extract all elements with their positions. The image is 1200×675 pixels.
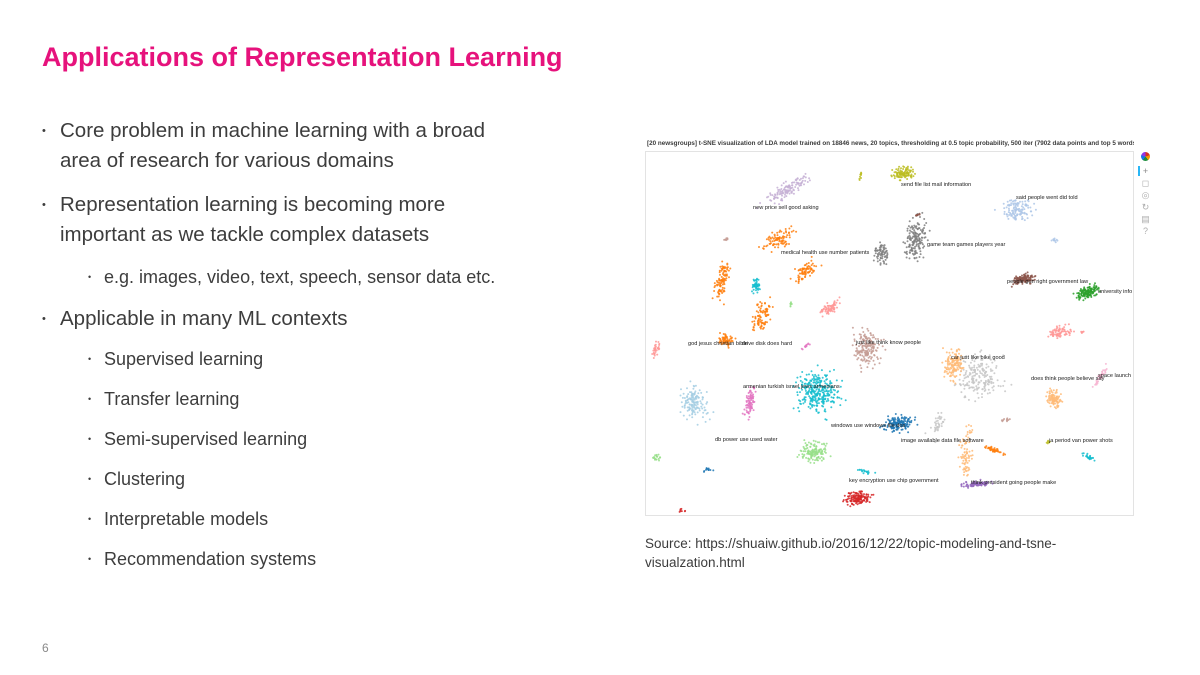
bullet-text: Recommendation systems [104,549,317,569]
bullet-icon: • [88,514,92,524]
bullet-icon: • [42,199,46,211]
bullet-item: • Clustering [88,466,642,492]
bullet-item: • Supervised learning [88,346,642,372]
cluster-label: just like think know people [855,340,921,346]
cluster-label: space launch [1098,373,1131,379]
bullet-list: • Core problem in machine learning with … [42,116,642,586]
tsne-scatter-plot[interactable]: send file list mail information new price… [645,151,1134,516]
bullet-item: • Representation learning is becoming mo… [42,190,642,250]
tsne-chart: [20 newsgroups] t-SNE visualization of L… [645,140,1155,516]
cluster-label: does think people believe say [1031,376,1105,382]
cluster-label: car just like bike good [951,355,1005,361]
wheel-zoom-icon[interactable]: ◎ [1141,190,1150,200]
bullet-item: • Recommendation systems [88,546,642,572]
bullet-text: Interpretable models [104,509,269,529]
hover-icon[interactable]: ? [1142,226,1148,236]
bullet-icon: • [42,313,46,325]
cluster-label: image available data file software [901,438,984,444]
cluster-label: medical health use number patients [781,250,870,256]
cluster-label: new price sell good asking [753,205,819,211]
bullet-item: • Interpretable models [88,506,642,532]
cluster-label: drive disk does hard [742,341,792,347]
chart-body: send file list mail information new price… [645,151,1155,516]
page-title: Applications of Representation Learning [42,42,563,72]
cluster-label: god jesus christian bible [688,341,748,347]
cluster-points-group [651,165,1108,513]
cluster-label: ja period van power shots [1048,438,1113,444]
bullet-icon: • [88,554,92,564]
cluster-label: db power use used water [715,437,778,443]
bullet-text: Applicable in many ML contexts [60,307,348,330]
bullet-text: Semi-supervised learning [104,429,308,449]
cluster-label: game team games players year [927,242,1005,248]
bullet-item: • Applicable in many ML contexts [42,304,642,334]
bullet-icon: • [88,354,92,364]
bokeh-toolbar: + ◻ ◎ ↻ ▤? [1138,151,1153,236]
bullet-text: Clustering [104,469,186,489]
source-text: Source: https://shuaiw.github.io/2016/12… [645,536,1057,570]
bullet-text: e.g. images, video, text, speech, sensor… [104,267,496,287]
cluster-label: university info [1098,289,1132,295]
cluster-label: think president going people make [971,480,1056,486]
bokeh-logo-icon [1141,152,1150,161]
bullet-text: Representation learning is becoming more… [60,193,446,246]
bullet-icon: • [88,474,92,484]
save-icon[interactable]: ▤ [1141,214,1150,224]
bullet-text: Core problem in machine learning with a … [60,119,486,172]
bullet-item: • Semi-supervised learning [88,426,642,452]
bullet-text: Supervised learning [104,349,264,369]
cluster-label: armenian turkish israel jews armenians [743,384,840,390]
cluster-label: send file list mail information [901,182,971,188]
page-number: 6 [42,641,49,655]
reset-icon[interactable]: ↻ [1141,202,1150,212]
bullet-item: • e.g. images, video, text, speech, sens… [88,264,642,290]
cluster-label: windows use windows file dos [830,423,906,429]
bullet-item: • Core problem in machine learning with … [42,116,642,176]
bullet-icon: • [42,125,46,137]
pan-icon[interactable]: + [1138,166,1153,176]
bullet-icon: • [88,272,92,282]
chart-title: [20 newsgroups] t-SNE visualization of L… [647,140,1134,147]
cluster-label: people gun right government law [1007,279,1089,285]
bullet-icon: • [88,434,92,444]
bullet-item: • Transfer learning [88,386,642,412]
bullet-icon: • [88,394,92,404]
cluster-label: key encryption use chip government [849,478,939,484]
box-zoom-icon[interactable]: ◻ [1141,178,1150,188]
bullet-text: Transfer learning [104,389,240,409]
cluster-label: said people went did told [1016,195,1078,201]
